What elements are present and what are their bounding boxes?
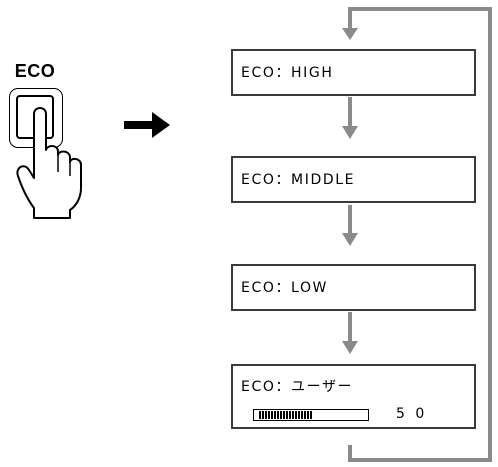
eco-button[interactable] (9, 88, 63, 148)
right-arrow-icon (124, 112, 170, 138)
eco-level-fill (259, 411, 312, 419)
eco-level-value: 5 0 (396, 406, 428, 422)
eco-button-face[interactable] (16, 95, 54, 139)
down-arrow-2 (342, 205, 358, 246)
eco-state-label: ECO：HIGH (241, 65, 334, 81)
down-arrow-3 (342, 312, 358, 354)
eco-state-middle: ECO：MIDDLE (231, 156, 476, 203)
eco-state-label: ECO：MIDDLE (241, 172, 356, 188)
down-arrow-1 (342, 97, 358, 139)
eco-state-user: ECO：ユーザー 5 0 (231, 364, 476, 429)
loop-arrowhead (342, 28, 358, 40)
eco-level-bar (253, 409, 369, 421)
eco-state-low: ECO：LOW (231, 264, 476, 311)
eco-state-high: ECO：HIGH (231, 49, 476, 96)
eco-state-label: ECO：LOW (241, 280, 329, 296)
eco-button-label: ECO (14, 61, 56, 81)
eco-state-label: ECO：ユーザー (241, 379, 354, 395)
cycle-loop-line (348, 7, 492, 462)
